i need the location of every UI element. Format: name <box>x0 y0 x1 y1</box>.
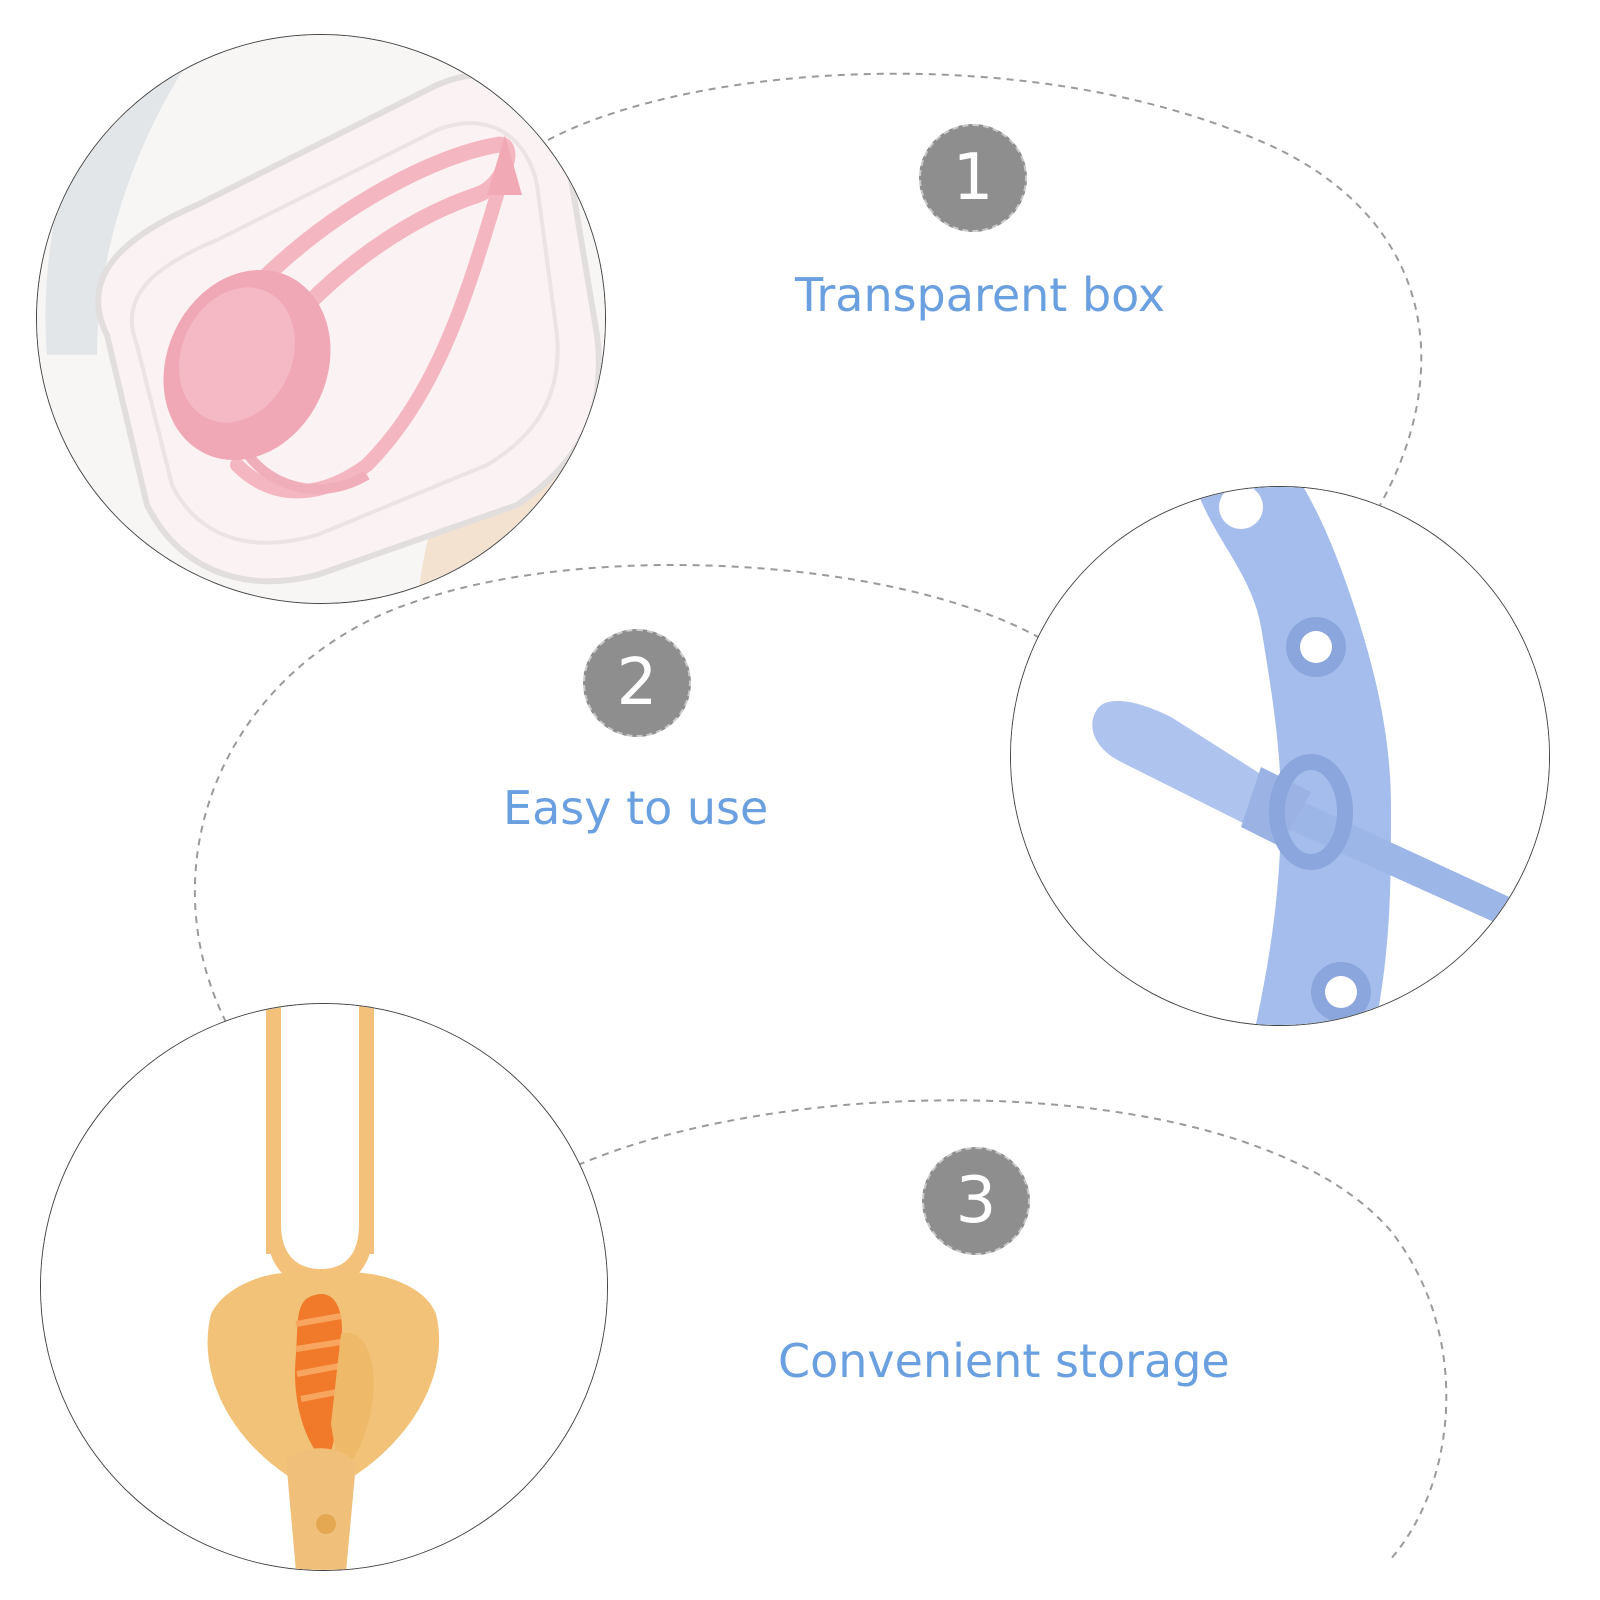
step-1-badge: 1 <box>919 124 1027 232</box>
clip-strap-photo <box>1010 486 1550 1026</box>
step-2-badge: 2 <box>583 629 691 737</box>
feature-1-label: Transparent box <box>795 268 1166 322</box>
step-3-badge: 3 <box>922 1147 1030 1255</box>
storage-case-photo <box>40 1003 608 1571</box>
dashed-path-3 <box>577 1099 1448 1561</box>
transparent-box-photo <box>36 34 606 604</box>
feature-3-label: Convenient storage <box>778 1334 1230 1388</box>
feature-2-label: Easy to use <box>503 781 769 835</box>
